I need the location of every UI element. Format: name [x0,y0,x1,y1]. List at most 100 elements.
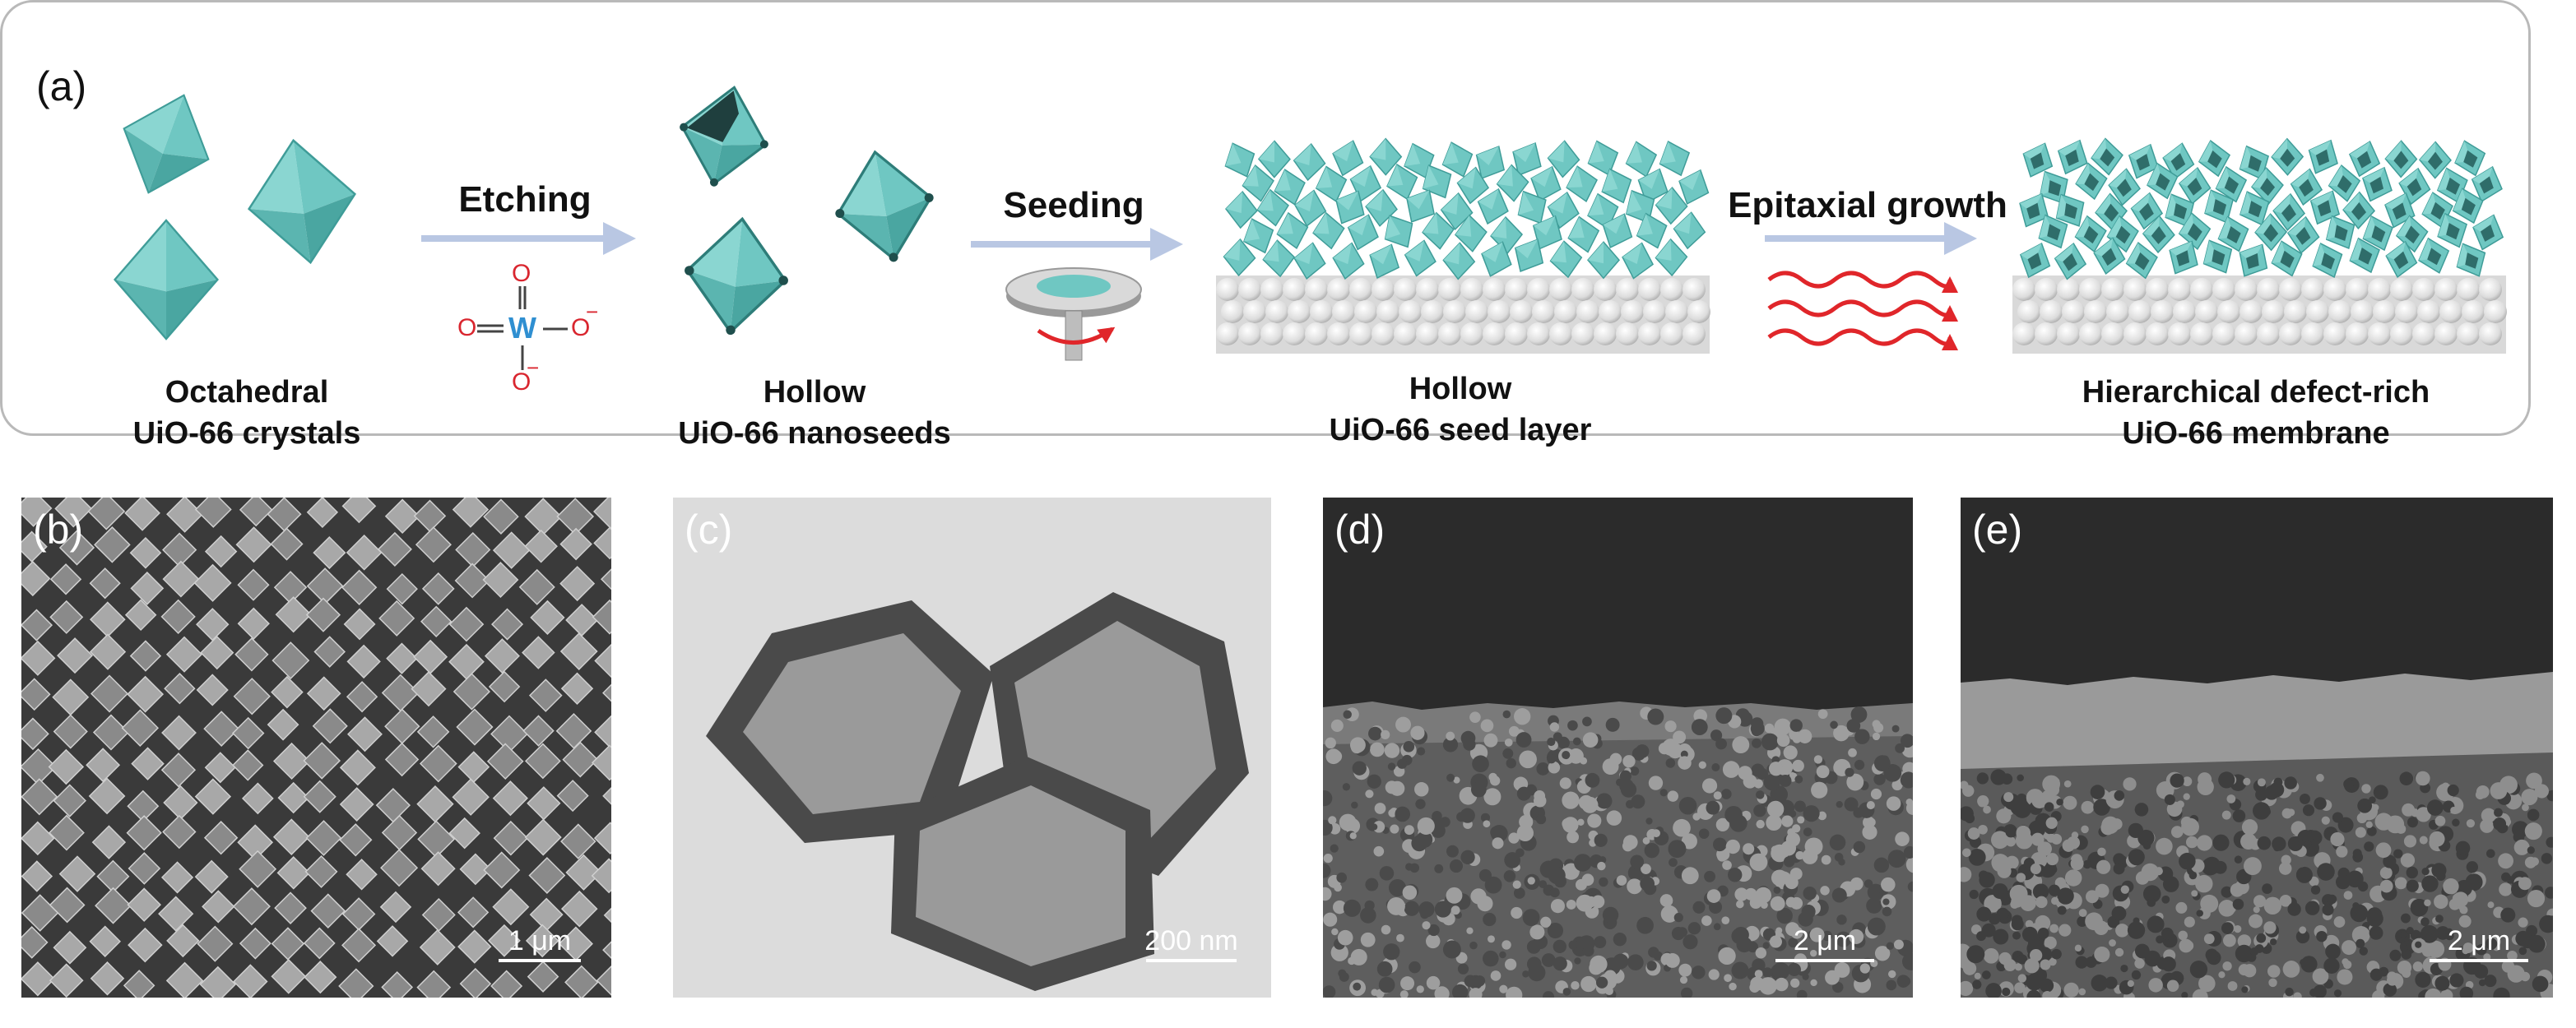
sem-texture [1397,758,1408,769]
sem-texture [1446,845,1459,858]
sem-texture [2518,877,2532,891]
sem-texture [1794,800,1806,813]
sem-texture [1817,709,1828,720]
sem-grain [270,527,304,561]
sem-texture [1488,935,1495,943]
sem-texture [1502,748,1514,759]
sem-texture [1732,736,1750,754]
sem-texture [1609,752,1622,766]
sem-grain [58,530,95,566]
sem-texture [1961,780,1969,790]
sem-texture [2081,825,2089,834]
sem-texture [1983,947,1999,964]
sem-texture [2241,986,2249,993]
sem-texture [2238,964,2250,976]
oxygen-bottom: O [512,368,531,396]
sem-texture [1587,813,1602,828]
sem-texture [1404,825,1414,836]
sem-texture [2410,929,2421,941]
sem-texture [2337,817,2354,833]
sem-texture [1788,938,1799,948]
substrate-sphere [2417,300,2440,323]
sem-texture [1776,734,1790,748]
substrate-sphere [1438,278,1461,301]
sem-texture [2424,899,2431,907]
sem-texture [2327,894,2337,905]
sem-texture [2257,836,2272,850]
substrate-sphere [1527,278,1550,301]
sem-grain [559,566,596,602]
sem-grain [602,941,611,960]
sem-texture [2407,817,2418,828]
sem-grain [602,683,611,702]
sem-texture [1330,750,1343,763]
sem-texture [2426,799,2444,816]
sem-grain [346,681,378,713]
sem-grain [305,820,342,856]
sem-texture [1762,967,1773,978]
sem-grain [528,857,566,894]
sem-texture [2127,979,2134,988]
sem-texture [1976,772,1989,785]
substrate-sphere [2279,322,2302,345]
substrate-sphere [2057,322,2080,345]
sem-texture [2110,818,2123,831]
substrate-sphere [1305,322,1328,345]
sem-texture [1526,956,1542,972]
sem-texture [1440,817,1450,827]
sem-texture [1559,777,1571,790]
sem-grain [275,596,312,633]
substrate-sphere [1505,322,1528,345]
sem-texture [2323,957,2340,974]
sem-texture [2507,965,2525,983]
sem-texture [2184,916,2195,928]
sem-grain [313,636,346,668]
sem-texture [1845,767,1854,777]
substrate-sphere [2257,278,2280,301]
sem-texture [1427,924,1440,937]
scale-bar-b: 1 μm [490,925,589,962]
sem-texture [2285,987,2294,997]
substrate-sphere [1283,322,1306,345]
sem-texture [2147,898,2156,907]
sem-texture [1900,771,1913,789]
sem-texture [1722,761,1740,778]
sem-texture [1403,740,1415,752]
sem-texture [2230,882,2244,897]
sem-texture [1511,906,1523,919]
sem-texture [2063,780,2072,788]
substrate-sphere [2012,278,2035,301]
sem-texture [2462,942,2474,953]
sem-texture [1647,708,1664,725]
sem-texture [1451,984,1469,998]
substrate-sphere [2390,322,2413,345]
substrate-sphere [2057,278,2080,301]
sem-texture [2515,930,2532,947]
sem-texture [1463,738,1476,751]
sem-texture [2316,773,2324,782]
substrate-sphere [1416,278,1439,301]
sem-grain [267,708,299,741]
sem-grain [456,708,494,746]
sem-texture [2064,869,2082,887]
sem-texture [2400,853,2416,868]
sem-grain [310,893,346,928]
sem-grain [603,907,611,924]
sem-texture [2134,958,2145,969]
sem-texture [2466,861,2479,873]
substrate-sphere [2035,278,2058,301]
sem-texture [2366,907,2383,923]
sem-texture [2427,940,2445,958]
sem-texture [1832,981,1844,993]
sem-texture [1627,954,1644,970]
sem-texture [2279,895,2292,907]
sem-texture [2332,812,2343,823]
substrate-sphere [2190,278,2213,301]
sem-grain [162,560,200,598]
sem-texture [1698,761,1706,769]
sem-texture [2249,914,2263,928]
sem-texture [2494,808,2503,817]
oxygen-left: O [457,314,477,341]
sem-texture [1506,757,1516,769]
